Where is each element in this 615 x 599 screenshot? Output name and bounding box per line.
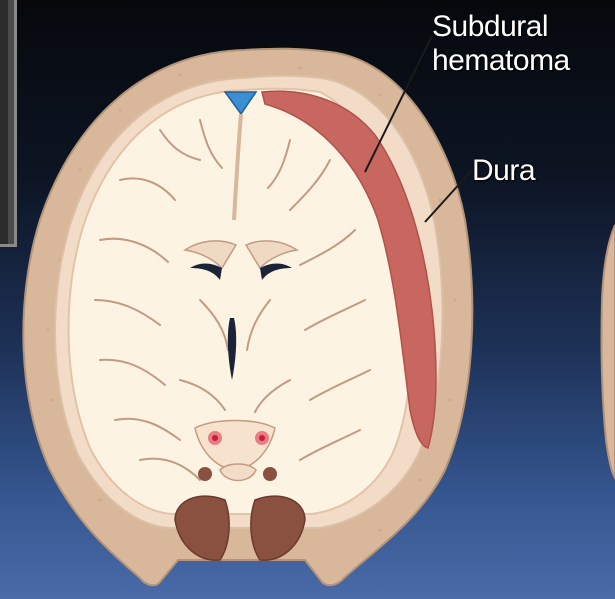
brainstem — [195, 421, 277, 482]
subdural-hematoma-label-line1: Subdural — [432, 10, 570, 44]
dura-label: Dura — [472, 154, 535, 188]
subdural-hematoma-label: Subdural hematoma — [432, 10, 570, 78]
right-partial-skull — [602, 225, 615, 478]
left-inset-image-edge — [0, 0, 17, 247]
subdural-hematoma-label-line2: hematoma — [432, 44, 570, 78]
